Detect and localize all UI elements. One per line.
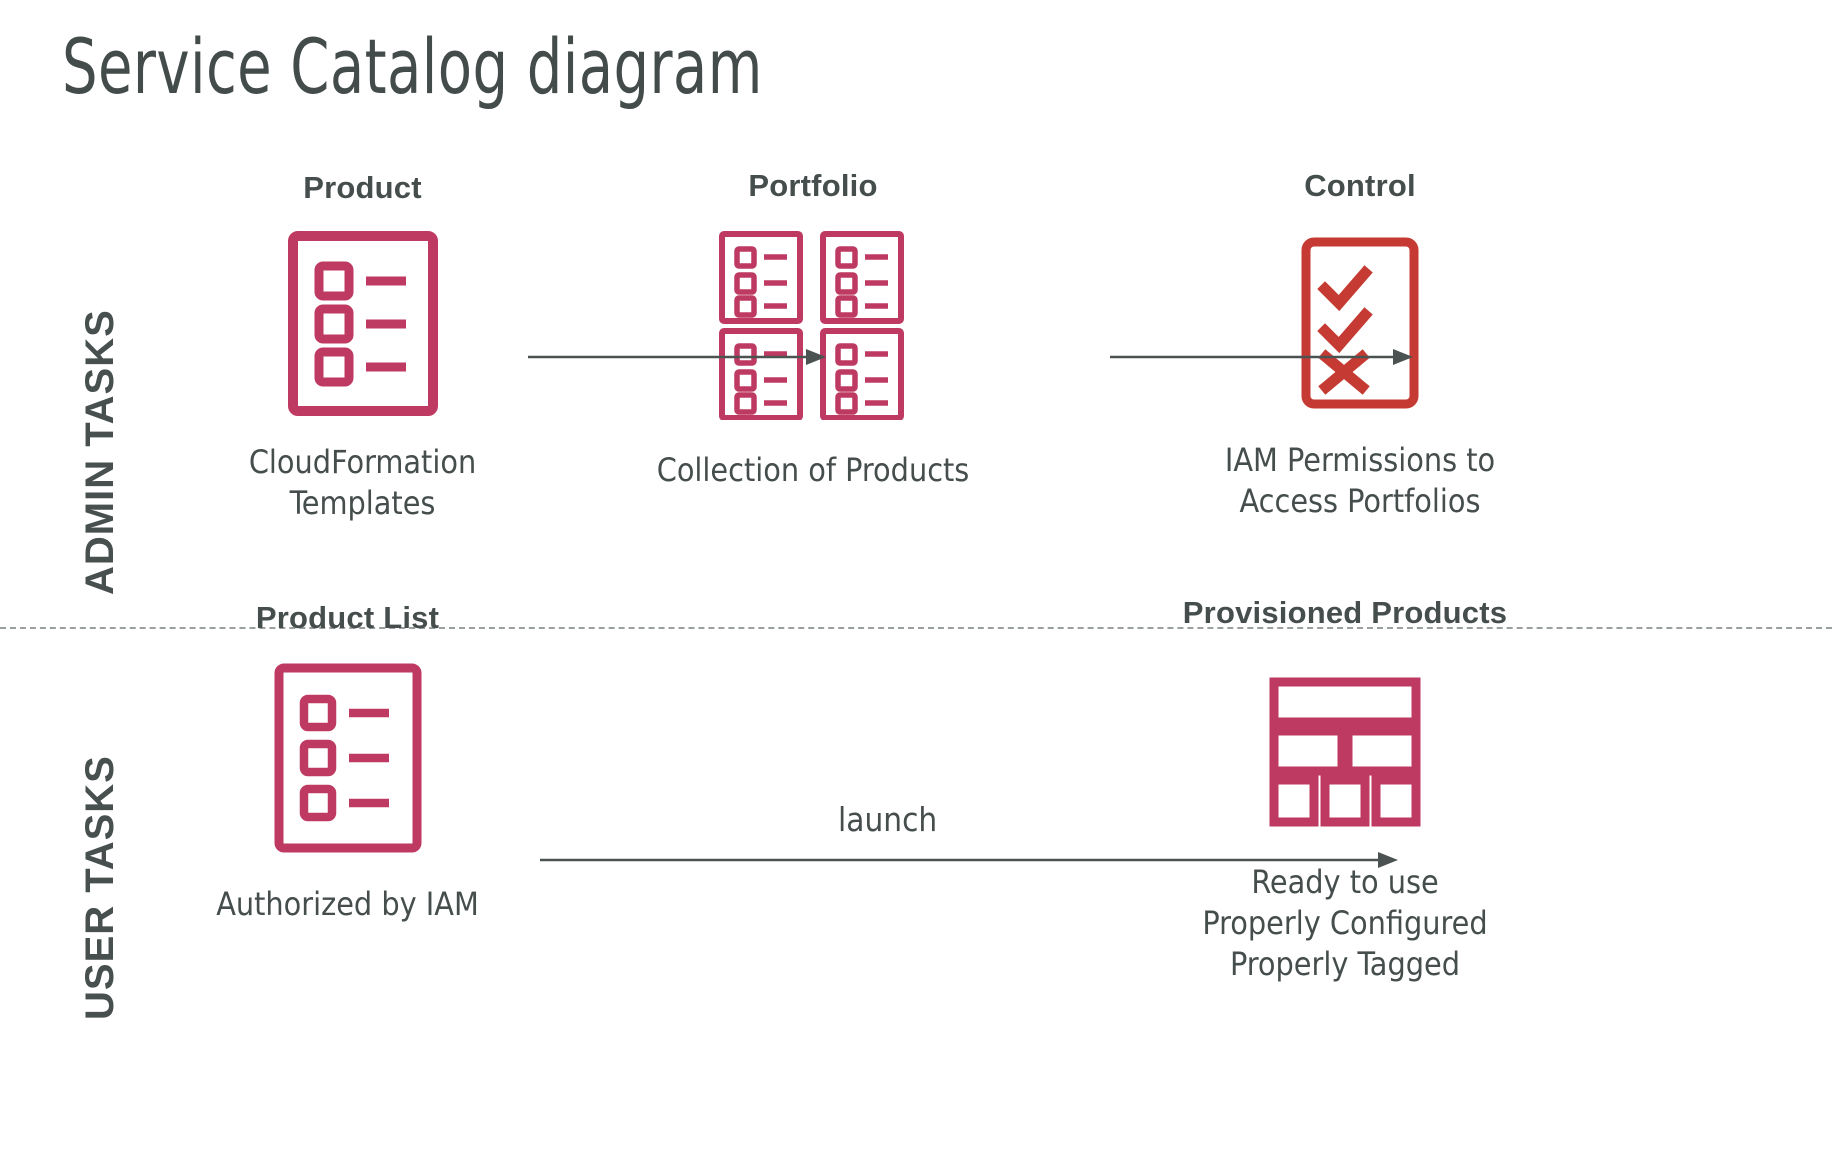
product-list-checklist-icon [175,658,520,858]
lane-label-admin-tasks: ADMIN TASKS [78,309,122,595]
connector-product-to-portfolio [528,345,828,374]
node-provisioned-products-title: Provisioned Products [1182,595,1508,630]
node-portfolio-title: Portfolio [748,168,878,203]
node-provisioned-products-caption: Ready to use Properly Configured Properl… [1202,863,1488,983]
node-product-list: Product List Authorized by IAM [175,600,520,925]
node-portfolio-caption: Collection of Products [656,451,970,489]
node-product-title: Product [303,170,422,205]
provisioned-blocks-icon [1160,669,1530,834]
node-control-caption: IAM Permissions to Access Portfolios [1224,441,1496,520]
node-control-title: Control [1304,168,1416,203]
node-product-caption: CloudFormation Templates [248,443,477,522]
portfolio-grid-icon [648,224,978,424]
node-provisioned-products: Provisioned Products Ready to use Proper… [1160,595,1530,985]
page-title: Service Catalog diagram [62,22,763,111]
connector-launch-label: launch [838,800,938,839]
node-product-list-title: Product List [255,600,440,635]
lane-divider [0,627,1832,629]
node-product-list-caption: Authorized by IAM [216,885,479,923]
connector-portfolio-to-control [1110,345,1415,374]
node-product: Product CloudFormation Templates [190,170,535,524]
connector-product-list-to-provisioned [540,848,1400,877]
lane-label-user-tasks: USER TASKS [78,755,122,1020]
node-portfolio: Portfolio [648,168,978,491]
control-checkmarks-icon [1195,228,1525,418]
product-checklist-icon [190,228,535,418]
node-control: Control IAM Permissions to Access Portfo… [1195,168,1525,522]
